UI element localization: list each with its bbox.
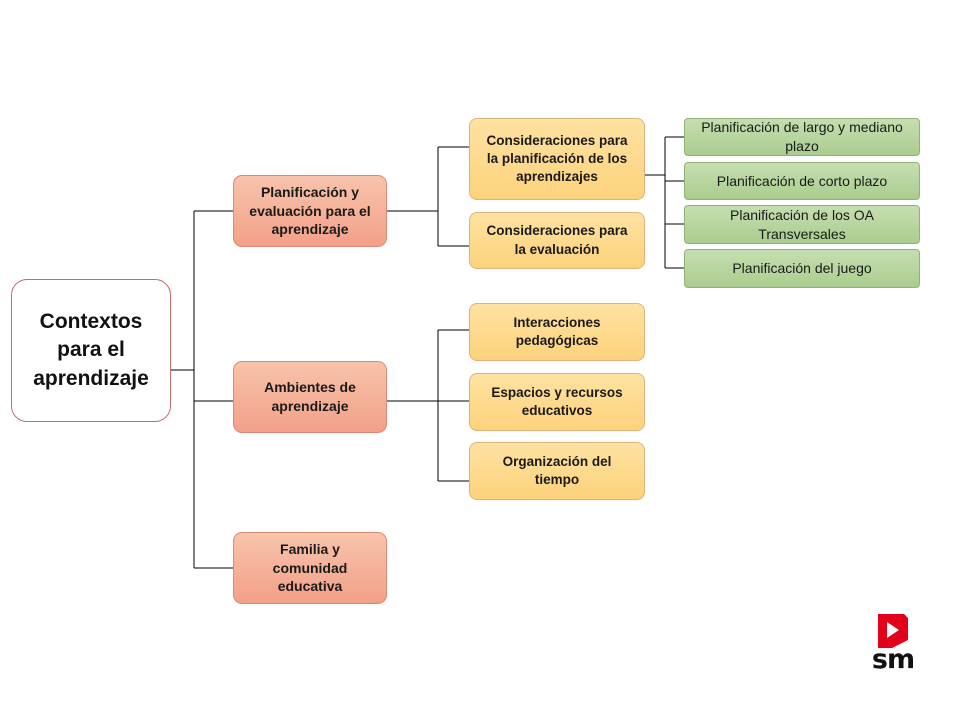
sm-logo: sm xyxy=(868,610,918,676)
node-organizacion-tiempo: Organización del tiempo xyxy=(469,442,645,500)
node-label: Planificación y evaluación para el apren… xyxy=(249,183,371,238)
node-planificacion-juego: Planificación del juego xyxy=(684,249,920,288)
node-ambientes-aprendizaje: Ambientes de aprendizaje xyxy=(233,361,387,433)
root-label: Contextos para el aprendizaje xyxy=(33,309,149,390)
node-label: Organización del tiempo xyxy=(502,453,612,487)
node-label: Espacios y recursos educativos xyxy=(491,384,623,418)
node-label: Planificación de los OA Transversales xyxy=(730,206,874,242)
node-consideraciones-evaluacion: Consideraciones para la evaluación xyxy=(469,212,645,269)
node-planificacion-oa-transversales: Planificación de los OA Transversales xyxy=(684,205,920,244)
node-espacios-recursos: Espacios y recursos educativos xyxy=(469,373,645,431)
node-consideraciones-planificacion: Consideraciones para la planificación de… xyxy=(469,118,645,200)
node-label: Planificación del juego xyxy=(732,260,872,277)
node-label: Planificación de largo y mediano plazo xyxy=(701,119,903,154)
node-interacciones-pedagogicas: Interacciones pedagógicas xyxy=(469,303,645,361)
node-label: Consideraciones para la planificación de… xyxy=(486,132,628,185)
node-label: Ambientes de aprendizaje xyxy=(264,379,356,414)
node-planificacion-evaluacion: Planificación y evaluación para el apren… xyxy=(233,175,387,247)
node-planificacion-largo-plazo: Planificación de largo y mediano plazo xyxy=(684,118,920,156)
sm-logo-text: sm xyxy=(871,644,915,675)
sm-logo-mark-icon xyxy=(878,614,908,648)
node-familia-comunidad: Familia y comunidad educativa xyxy=(233,532,387,604)
node-label: Consideraciones para la evaluación xyxy=(486,223,628,257)
node-label: Familia y comunidad educativa xyxy=(272,540,348,595)
node-planificacion-corto-plazo: Planificación de corto plazo xyxy=(684,162,920,200)
node-label: Interacciones pedagógicas xyxy=(513,314,601,348)
root-node: Contextos para el aprendizaje xyxy=(11,279,171,422)
node-label: Planificación de corto plazo xyxy=(716,172,888,189)
